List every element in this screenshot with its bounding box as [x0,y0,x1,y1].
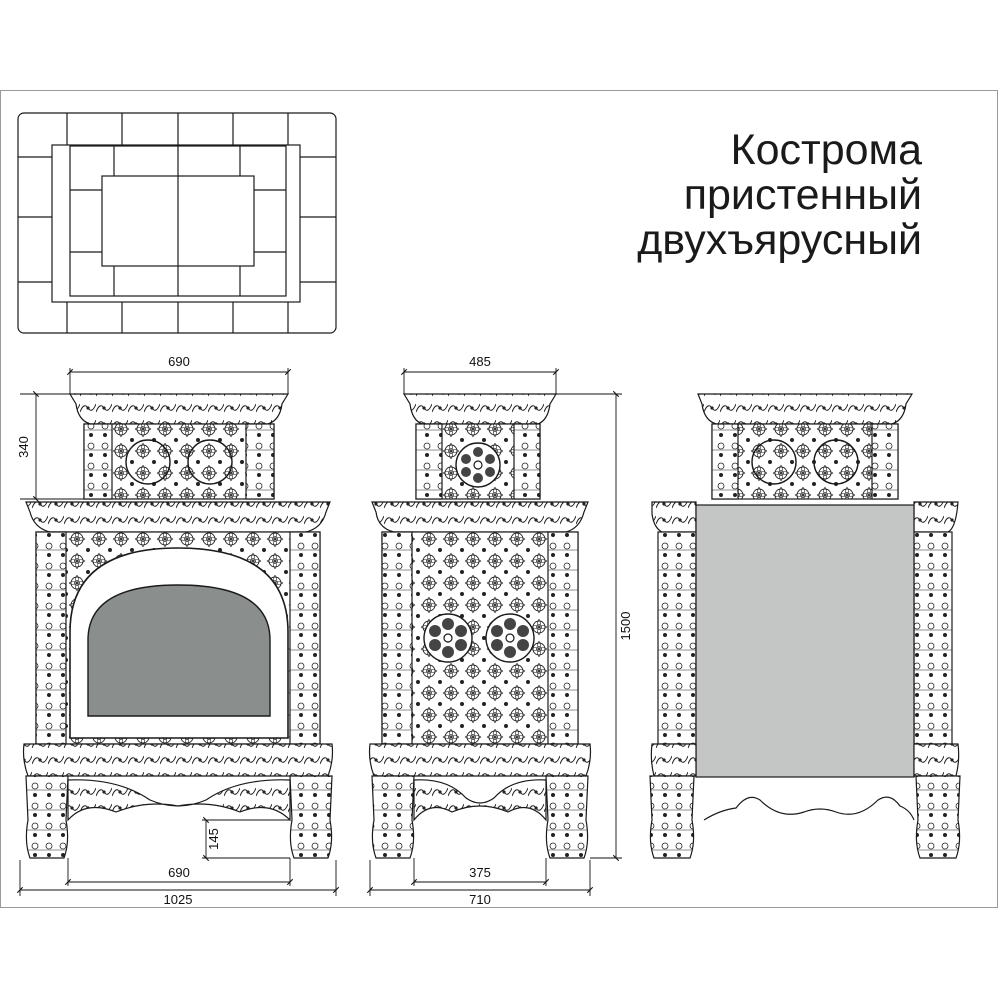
dimension-lines [16,368,622,896]
back-column-left [657,531,697,745]
dim-front-inner-width: 690 [168,865,190,880]
product-title: Кострома пристенный двухъярусный [637,128,922,263]
dim-front-total-width: 1025 [164,892,193,907]
back-leg-right [915,775,961,859]
back-top-cornice [697,393,914,425]
front-apron [67,779,291,822]
side-rosette-right [485,613,535,663]
dim-side-total-width: 710 [469,892,491,907]
back-view [649,393,961,859]
side-leg-right [545,775,589,859]
back-column-right [913,531,953,745]
side-body [381,531,579,745]
plan-outer [17,112,337,334]
side-rosette-left [423,613,473,663]
side-apron [413,779,547,822]
title-line-3: двухъярусный [637,216,922,264]
dim-side-inner-width: 375 [469,865,491,880]
dim-side-top-width: 485 [469,354,491,369]
dim-front-top-width: 690 [168,354,190,369]
dim-side-total-height: 1500 [618,612,633,641]
back-leg-left [649,775,695,859]
side-top-cornice [402,393,558,425]
plan-middle [51,144,301,303]
side-view [368,393,592,859]
front-leg-left [25,775,69,859]
back-wall-panel [695,504,915,778]
drawing-frame [0,90,998,908]
side-main-cornice [371,501,589,533]
title-line-2: пристенный [683,171,922,219]
dim-front-top-height: 340 [16,436,31,458]
side-base-band [368,743,592,777]
back-upper-tier [711,423,899,500]
side-leg-left [371,775,415,859]
back-apron-outline [703,796,915,821]
front-firebox-glass [87,584,271,717]
front-base-band [22,743,334,777]
dim-front-leg-height: 145 [206,828,221,850]
plan-view [17,112,337,334]
front-top-cornice [68,393,290,425]
front-view [22,393,334,859]
front-main-cornice [25,501,331,533]
front-leg-right [289,775,333,859]
title-line-1: Кострома [730,126,922,174]
